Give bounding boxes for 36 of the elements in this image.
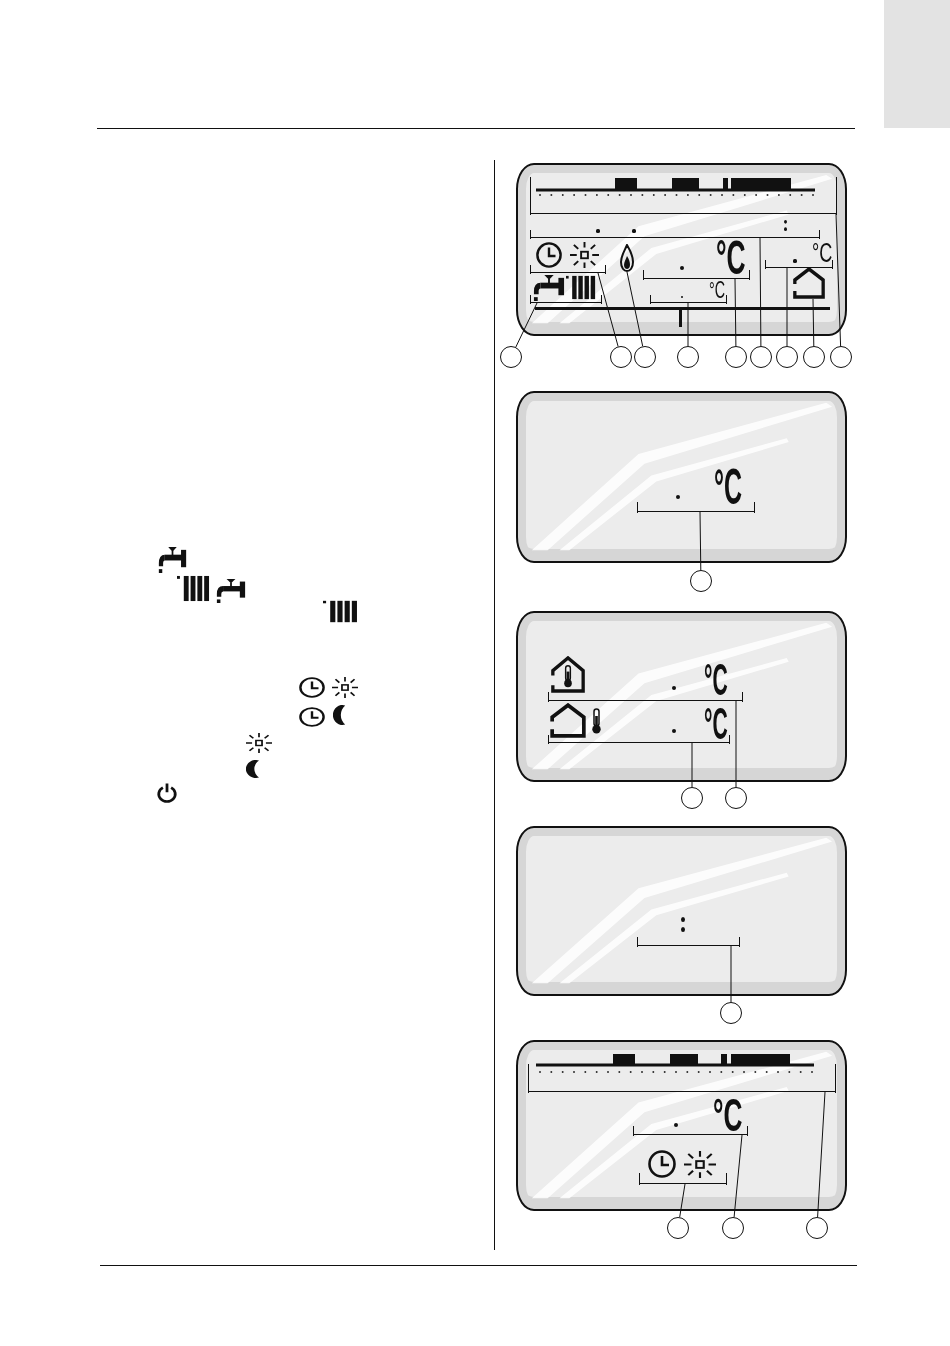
leader-line xyxy=(679,1183,686,1218)
leader-line xyxy=(835,213,842,347)
lcd-display xyxy=(516,826,847,996)
leader-line xyxy=(817,1091,826,1218)
temperature-unit: °C xyxy=(714,466,743,509)
temperature-field xyxy=(548,702,730,743)
leader-line xyxy=(759,237,762,347)
house-icon xyxy=(792,267,826,299)
temperature-unit: °C xyxy=(704,705,728,743)
leader-line xyxy=(691,742,693,788)
temperature-unit: °C xyxy=(704,661,728,699)
lcd-display xyxy=(516,391,847,563)
lcd-display xyxy=(516,163,847,336)
leader-line xyxy=(699,511,702,571)
temperature-unit: °C xyxy=(713,1096,743,1136)
leader-line xyxy=(735,700,737,788)
flame-icon xyxy=(620,244,634,272)
lcd-display xyxy=(516,611,847,782)
temperature-unit: °C xyxy=(716,238,746,279)
temperature-unit: °C xyxy=(812,242,833,265)
leader-line xyxy=(687,302,689,347)
temperature-unit: °C xyxy=(709,281,725,301)
leader-line xyxy=(734,278,737,347)
temperature-field xyxy=(765,240,833,268)
temperature-field xyxy=(548,654,743,701)
operating-mode-field xyxy=(530,272,602,303)
temperature-field xyxy=(650,279,727,303)
leader-line xyxy=(812,298,815,347)
leader-line xyxy=(626,271,644,347)
leader-line xyxy=(597,272,619,347)
leader-line xyxy=(730,945,732,1003)
leader-line xyxy=(515,302,538,348)
program-mode-field xyxy=(530,240,606,273)
lcd-display xyxy=(516,1040,847,1211)
leader-line xyxy=(733,1134,743,1218)
leader-line xyxy=(786,267,788,347)
